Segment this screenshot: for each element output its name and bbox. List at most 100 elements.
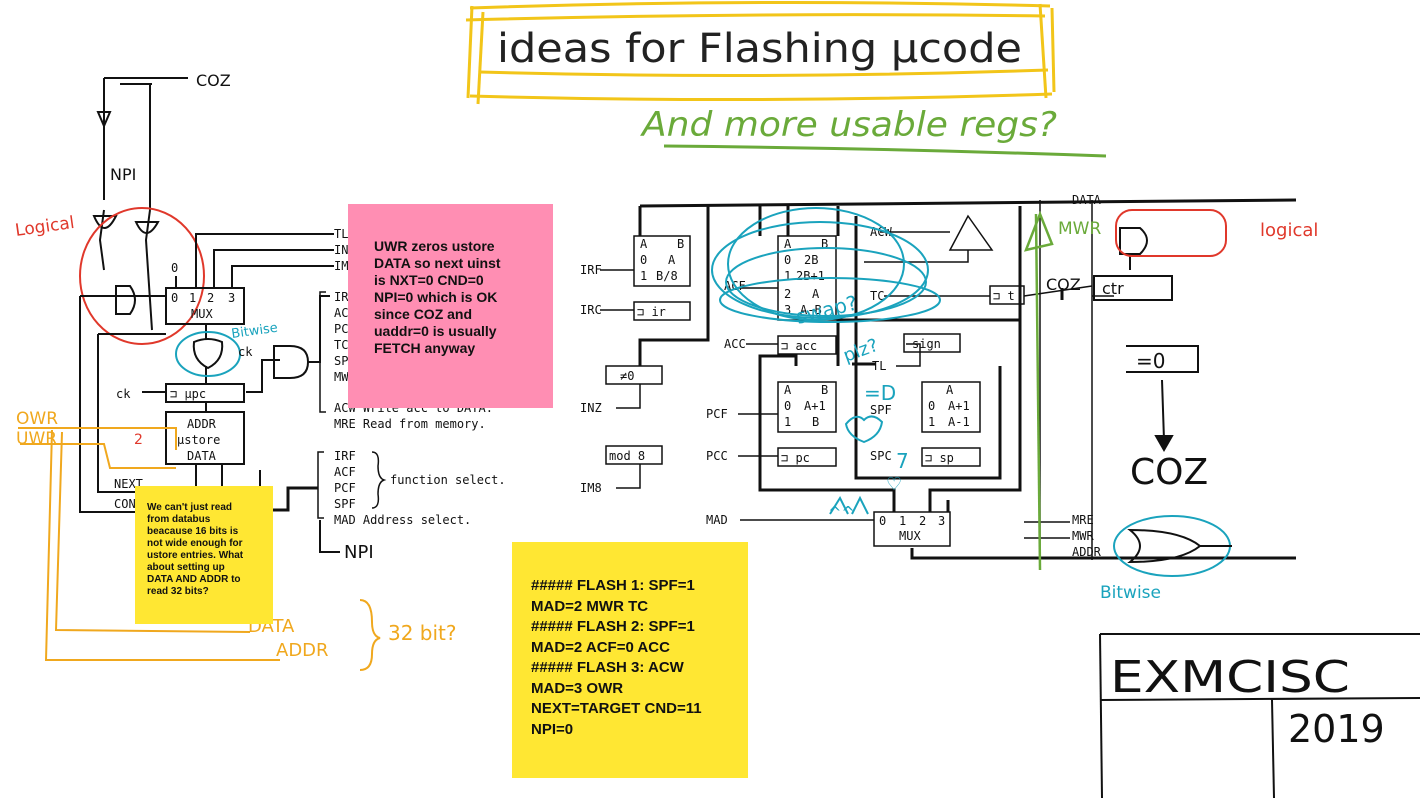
sig-ir: IR [334, 290, 349, 304]
pc-mux-r0-sel: 0 [784, 399, 791, 413]
logical-label-left: Logical [14, 213, 76, 241]
logical-gate-right [1119, 227, 1148, 270]
eq-zero-box [1126, 345, 1199, 373]
datapath-bus [638, 198, 1297, 560]
sig-tc-in: TC [870, 289, 884, 303]
sign-box: sign [912, 337, 941, 351]
pc-mux-r1-sel: 1 [784, 415, 791, 429]
ir-mux-r1-val: B/8 [656, 269, 678, 283]
heart-annotation: ♡ [886, 474, 902, 495]
mux-addr-in-1: 1 [899, 514, 906, 528]
and-gate-ck [273, 345, 310, 379]
acc-mux-r0-val: 2B [804, 253, 818, 267]
mux-addr-in-0: 0 [879, 514, 886, 528]
two-label: 2 [134, 432, 143, 448]
mux-left-in-0: 0 [171, 291, 178, 305]
sig-pcc-in: PCC [706, 449, 728, 463]
func-brace [371, 451, 387, 509]
sp-mux-r1-sel: 1 [928, 415, 935, 429]
mux-left-const: 0 [171, 261, 178, 275]
func-bracket [317, 451, 324, 519]
pc-mux-r0-val: A+1 [804, 399, 826, 413]
sequencer-wires [79, 233, 334, 513]
sig-mw: MW [334, 370, 349, 384]
acc-block: A B 0 2B 1 2B+1 2 A 3 A-B ⊐ acc ⊐ t sign [777, 214, 1025, 355]
title-highlight [465, 0, 1056, 105]
sticky-note-yellow-small: We can't just read from databus beacause… [135, 486, 273, 624]
ctr-hand-label: ctr [1102, 279, 1124, 298]
sp-mux-r0-val: A+1 [948, 399, 970, 413]
ustore-name: µstore [177, 433, 220, 447]
coz-arrow [1154, 379, 1174, 453]
page-subtitle: And more usable regs? [640, 105, 1057, 145]
sig-mad-in: MAD [706, 513, 728, 527]
mux-left: 0 1 2 3 MUX [165, 287, 245, 325]
teal-scribbles [711, 207, 1231, 577]
bitwise-label-bottom: Bitwise [1100, 583, 1161, 603]
ir-mod8: mod 8 [609, 449, 645, 463]
logical-box-right [1115, 209, 1227, 257]
owr-label: OWR [16, 409, 58, 429]
sig-irf: IRF [334, 449, 356, 463]
acc-mux-r2-sel: 2 [784, 287, 791, 301]
mux-address: 0 1 2 3 MUX [873, 511, 951, 547]
sp-mux-a: A [946, 383, 954, 397]
green-mwr-line [1023, 210, 1054, 571]
addr-hand-label: ADDR [276, 640, 329, 661]
page-title: ideas for Flashing µcode [497, 26, 1022, 72]
npi-bottom-wire [319, 520, 340, 553]
ir-block: A B 0 A 1 B/8 ⊐ ir ≠0 mod 8 [605, 235, 691, 465]
or-gate-bitwise [175, 331, 241, 377]
bitwise-or-gate-right [1127, 528, 1202, 564]
logical-label-right: logical [1260, 220, 1318, 241]
mwr-hand-label: MWR [1058, 219, 1101, 239]
bus-addr-label: ADDR [1072, 545, 1102, 559]
ir-mux-a: A [640, 237, 648, 251]
title-block-year: 2019 [1288, 707, 1385, 751]
coz-wiring [96, 77, 188, 331]
func-select-label: function select. [390, 473, 506, 487]
mux-left-in-3: 3 [228, 291, 235, 305]
acc-mux-b: B [821, 237, 828, 251]
sig-tl-out: TL [872, 359, 886, 373]
pc-mux-b: B [821, 383, 828, 397]
mux-left-in-1: 1 [189, 291, 196, 305]
upc-register: ⊐ µpc [165, 383, 245, 403]
ir-mux-b: B [677, 237, 684, 251]
sig-inz-out: INZ [580, 401, 602, 415]
sig-tl: TL [334, 227, 348, 241]
sig-irf-in: IRF [580, 263, 602, 277]
uwr-label: UWR [16, 429, 57, 449]
npi-top-label: NPI [110, 165, 136, 184]
logical-circle-left [79, 207, 205, 345]
sp-block: A 0 A+1 1 A-1 ⊐ sp [921, 381, 981, 467]
bitwise-label-top: Bitwise [230, 321, 278, 342]
acc-mux-r2-val: A [812, 287, 820, 301]
mux-left-title: MUX [191, 307, 213, 321]
bus-data-label: DATA [1072, 193, 1102, 207]
title-block-name: EXMCISC [1110, 652, 1350, 703]
subtitle-underline [663, 144, 1107, 158]
eq-zero-label: =0 [1136, 349, 1165, 373]
coz-top-label: COZ [196, 71, 231, 90]
npi-bottom-label: NPI [344, 542, 374, 563]
sig-pc: PC [334, 322, 348, 336]
acc-reg: ⊐ acc [781, 339, 817, 353]
acc-mux-r1-val: 2B+1 [796, 269, 825, 283]
logical-gates-left [92, 215, 160, 315]
eq-d-annotation: =D [864, 381, 896, 405]
signal-bracket-mid [319, 291, 326, 413]
bus-mre-label: MRE [1072, 513, 1094, 527]
title-block [1099, 633, 1421, 799]
carets-annotation: ^^ [828, 503, 855, 522]
mux-left-in-2: 2 [207, 291, 214, 305]
ustore-data: DATA [187, 449, 217, 463]
coz-big-label: COZ [1130, 452, 1208, 493]
swap-annotation: swap? [793, 290, 859, 328]
sig-tc: TC [334, 338, 348, 352]
acc-mux-r1-sel: 1 [784, 269, 791, 283]
seven-annotation: 7 [896, 449, 909, 473]
ir-nz: ≠0 [620, 369, 634, 383]
mux-addr-in-2: 2 [919, 514, 926, 528]
ir-mux-r0-val: A [668, 253, 676, 267]
